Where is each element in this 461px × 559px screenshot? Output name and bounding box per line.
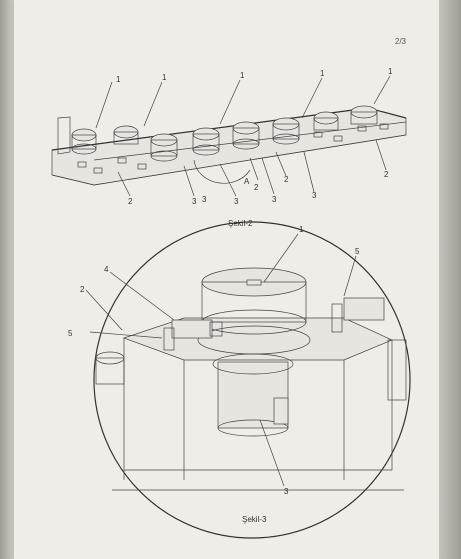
callout-1: 1 — [240, 71, 245, 80]
callout-1: 1 — [116, 75, 121, 84]
callout-4: 4 — [104, 265, 109, 274]
callout-3: 3 — [234, 197, 239, 206]
station-units — [71, 105, 378, 162]
callout-2: 2 — [384, 170, 389, 179]
figure-3-caption: Şekil-3 — [242, 515, 267, 524]
figure-2-drawing: 1 1 1 1 1 2 2 2 2 3 3 3 3 3 A Şekil-2 1 … — [51, 67, 411, 539]
frame-bottom-edge — [51, 134, 407, 186]
callout-3: 3 — [312, 191, 317, 200]
callout-3: 3 — [192, 197, 197, 206]
callout-2: 2 — [80, 285, 85, 294]
frame-mid-edge — [93, 121, 407, 161]
callout-1: 1 — [320, 69, 325, 78]
page-number: 2/3 — [394, 37, 406, 46]
callout-5: 5 — [355, 247, 360, 256]
figure-2-leaders — [95, 75, 391, 197]
callout-3: 3 — [284, 487, 289, 496]
scan-page-edge — [439, 0, 461, 559]
callout-1: 1 — [162, 73, 167, 82]
callout-5: 5 — [68, 329, 73, 338]
figure-3-callouts: 1 5 4 2 5 3 — [68, 225, 360, 496]
callout-3: 3 — [202, 195, 207, 204]
callout-1: 1 — [388, 67, 393, 76]
frame-panels — [77, 123, 389, 174]
figure-3-detail-circle — [93, 221, 411, 539]
callout-2: 2 — [254, 183, 259, 192]
callout-2: 2 — [128, 197, 133, 206]
figure-3-leaders — [85, 233, 357, 487]
detail-circle-a — [193, 159, 251, 184]
callout-1: 1 — [299, 225, 304, 234]
frame-end-plate — [57, 116, 71, 155]
callout-3: 3 — [272, 195, 277, 204]
figure-2-callouts: 1 1 1 1 1 2 2 2 2 3 3 3 3 3 A — [116, 67, 393, 206]
figure-3-machinery — [95, 267, 407, 491]
callout-a: A — [244, 177, 250, 186]
figure-2-caption: Şekil-2 — [228, 219, 253, 228]
frame-body — [51, 107, 407, 186]
callout-2: 2 — [284, 175, 289, 184]
